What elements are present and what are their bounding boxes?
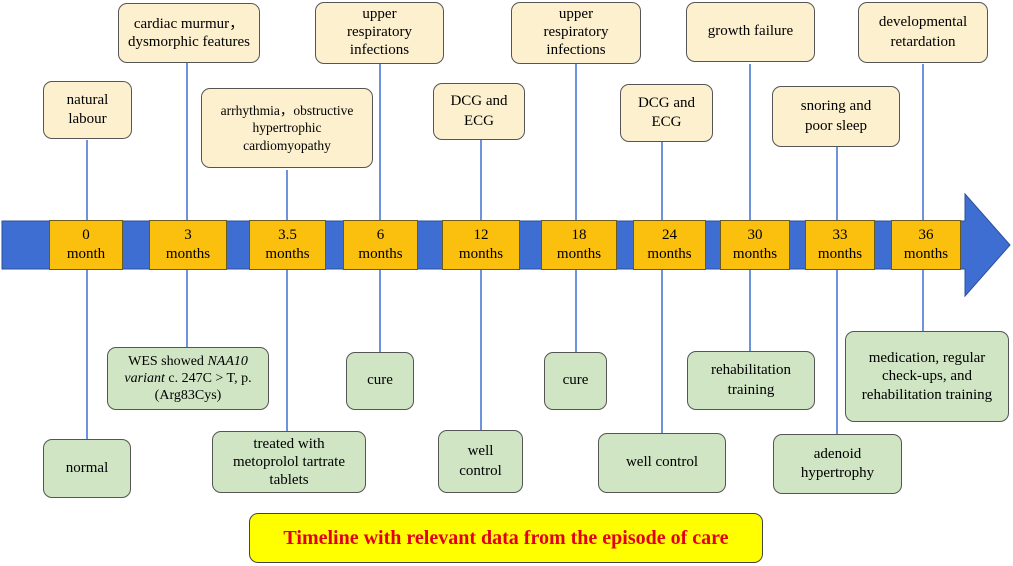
month-box-24: 24 months	[633, 220, 706, 270]
event-text: growth failure	[707, 23, 794, 40]
outcome-text: well control	[459, 443, 502, 479]
month-value: 3	[184, 226, 192, 243]
event-box-12-months: DCG and ECG	[433, 83, 525, 140]
month-unit: months	[458, 246, 504, 262]
month-value: 0	[82, 226, 90, 243]
event-text: developmental retardation	[878, 14, 968, 50]
event-text: upper respiratory infections	[543, 6, 609, 58]
outcome-text: well control	[625, 454, 699, 471]
month-box-3-5: 3.5 months	[249, 220, 326, 270]
outcome-text: cure	[367, 372, 393, 389]
month-box-12: 12 months	[442, 220, 520, 270]
month-unit: months	[556, 246, 602, 262]
wes-gene: NAA10	[207, 353, 248, 369]
month-box-3: 3 months	[149, 220, 227, 270]
month-box-36: 36 months	[891, 220, 961, 270]
event-box-33-months: snoring and poor sleep	[772, 86, 900, 147]
month-unit: months	[358, 246, 403, 262]
event-text: upper respiratory infections	[347, 6, 412, 58]
month-box-30: 30 months	[720, 220, 790, 270]
event-box-30-months: growth failure	[686, 2, 815, 62]
event-text: arrhythmia，obstructive hypertrophic card…	[220, 103, 354, 153]
outcome-text: treated with metoprolol tartrate tablets	[232, 436, 346, 488]
month-value: 12	[473, 226, 489, 243]
wes-prefix: WES showed	[128, 353, 208, 369]
outcome-box-3-months: WES showed NAA10 variant c. 247C > T, p. …	[107, 347, 269, 410]
month-value: 6	[376, 226, 385, 243]
event-box-6-months: upper respiratory infections	[315, 2, 444, 64]
outcome-box-3-5-months: treated with metoprolol tartrate tablets	[212, 431, 366, 493]
month-unit: months	[165, 246, 211, 262]
outcome-text-wes: WES showed NAA10 variant c. 247C > T, p. …	[112, 353, 264, 404]
connector-lines	[86, 62, 924, 440]
outcome-box-6-months: cure	[346, 352, 414, 410]
event-box-36-months: developmental retardation	[858, 2, 988, 63]
month-box-6: 6 months	[343, 220, 418, 270]
event-box-3-months: cardiac murmur，dysmorphic features	[118, 3, 260, 63]
month-box-33: 33 months	[805, 220, 875, 270]
wes-variant: variant	[124, 370, 165, 386]
timeline-caption: Timeline with relevant data from the epi…	[249, 513, 763, 563]
month-value: 24	[662, 226, 677, 243]
event-box-3-5-months: arrhythmia，obstructive hypertrophic card…	[201, 88, 373, 168]
outcome-box-12-months: well control	[438, 430, 523, 493]
outcome-box-0-month: normal	[43, 439, 131, 498]
event-text: DCG and ECG	[637, 94, 696, 130]
event-box-24-months: DCG and ECG	[620, 84, 713, 142]
outcome-box-24-months: well control	[598, 433, 726, 493]
month-unit: month	[66, 246, 106, 262]
outcome-box-36-months: medication, regular check-ups, and rehab…	[845, 331, 1009, 422]
outcome-text: medication, regular check-ups, and rehab…	[861, 350, 993, 403]
month-box-18: 18 months	[541, 220, 617, 270]
outcome-text: rehabilitation training	[711, 362, 791, 398]
month-box-0: 0 month	[49, 220, 123, 270]
month-value: 33	[832, 226, 848, 243]
event-text: cardiac murmur，dysmorphic features	[127, 16, 251, 50]
event-text: snoring and poor sleep	[800, 98, 872, 134]
event-text: DCG and ECG	[450, 93, 508, 129]
caption-text: Timeline with relevant data from the epi…	[283, 526, 729, 549]
month-value: 30	[747, 226, 763, 243]
month-unit: months	[265, 246, 310, 262]
outcome-box-18-months: cure	[544, 352, 607, 410]
month-unit: months	[817, 246, 863, 262]
outcome-box-33-months: adenoid hypertrophy	[773, 434, 902, 494]
outcome-text: cure	[562, 372, 589, 389]
outcome-box-30-months: rehabilitation training	[687, 351, 815, 410]
month-unit: months	[647, 246, 692, 262]
month-value: 3.5	[278, 226, 297, 243]
month-unit: months	[903, 246, 949, 262]
event-text: natural labour	[66, 91, 109, 127]
month-unit: months	[732, 246, 778, 262]
outcome-text: adenoid hypertrophy	[800, 445, 875, 481]
month-value: 36	[918, 226, 934, 243]
outcome-text: normal	[65, 459, 109, 476]
event-box-0-month: natural labour	[43, 81, 132, 139]
wes-suffix: c. 247C > T, p. (Arg83Cys)	[154, 370, 252, 404]
month-value: 18	[571, 226, 587, 243]
event-box-18-months: upper respiratory infections	[511, 2, 641, 64]
